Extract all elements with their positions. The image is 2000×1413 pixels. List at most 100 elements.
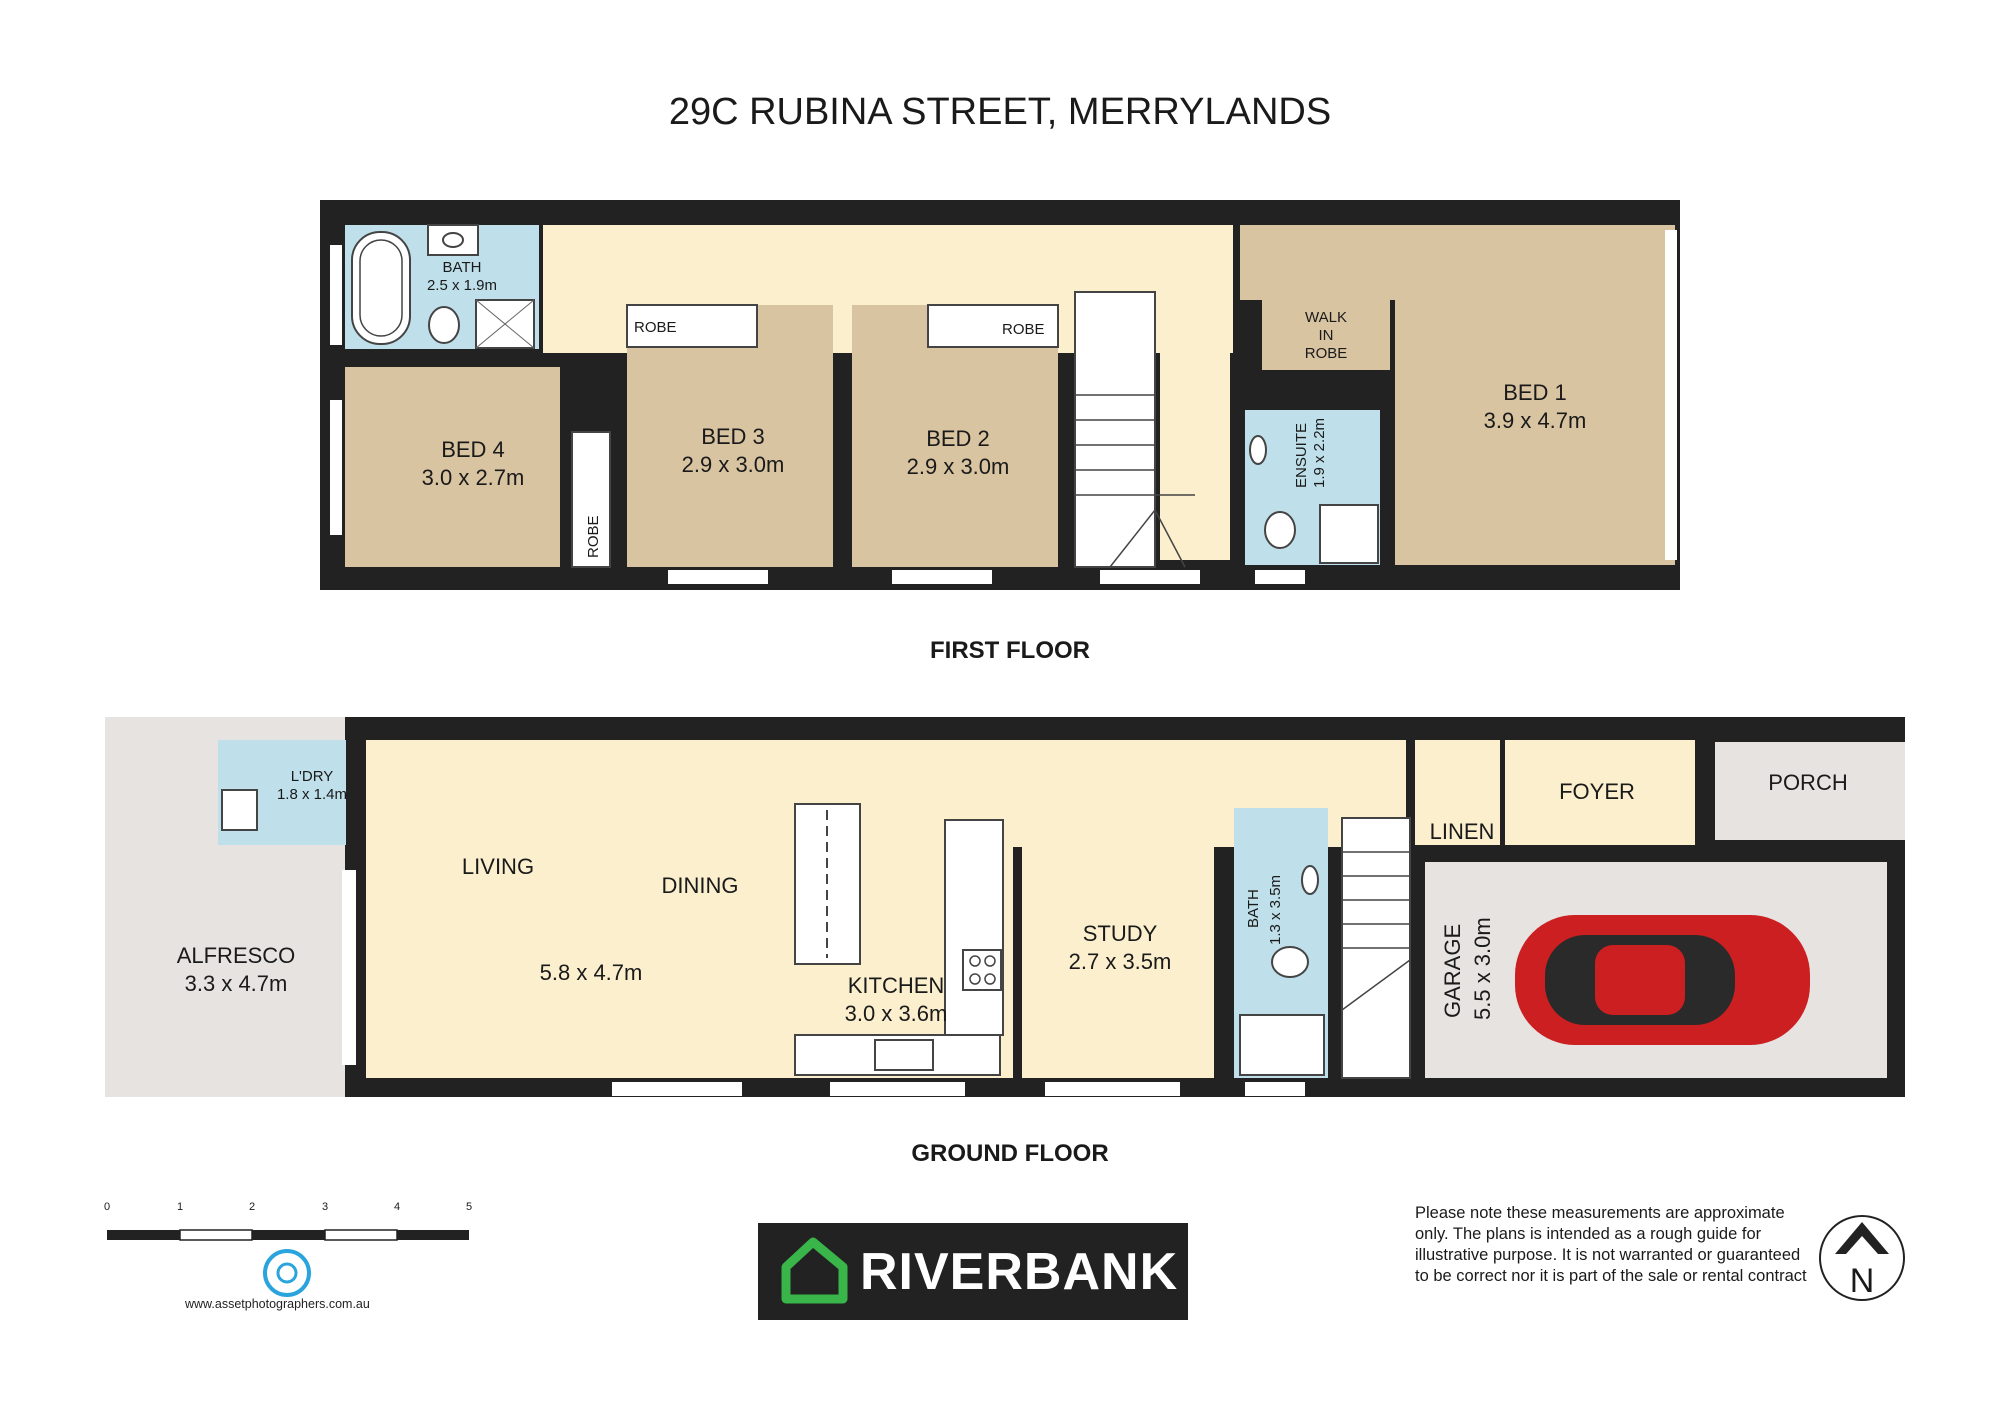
- bed3-size: 2.9 x 3.0m: [682, 452, 785, 477]
- ff-landing: [1160, 225, 1230, 560]
- garage-name: GARAGE: [1440, 924, 1465, 1018]
- porch-floor: [1715, 742, 1905, 840]
- scale-tick: 5: [466, 1201, 472, 1213]
- photographer-credit: www.assetphotographers.com.au: [185, 1297, 370, 1311]
- foyer-label: FOYER: [1559, 779, 1635, 804]
- gf-bath-shower-icon: [1239, 1014, 1325, 1076]
- first-floor: BATH 2.5 x 1.9m ROBE BED 4 3.0 x 2.7m RO…: [320, 200, 1680, 590]
- laundry-tub-icon: [221, 789, 258, 831]
- bed2-robe-label: ROBE: [1002, 321, 1045, 338]
- gf-bath-toilet-icon: [1271, 946, 1309, 978]
- bed4-floor: [345, 367, 560, 567]
- kitchen-tall-bench: [944, 819, 1004, 1036]
- ff-bath-basin-icon: [442, 232, 464, 248]
- study-floor: [1022, 823, 1214, 1078]
- bed1-top: [1240, 225, 1400, 300]
- stair-winder: [1154, 509, 1186, 568]
- bed3-robe-label: ROBE: [634, 319, 677, 336]
- window: [330, 245, 342, 345]
- north-arrow-icon: N: [1819, 1215, 1905, 1301]
- ensuite-toilet-icon: [1264, 511, 1296, 549]
- linen-cupboard: [1415, 740, 1500, 845]
- window: [1255, 570, 1305, 584]
- burner: [984, 973, 996, 985]
- aperture-core: [276, 1262, 298, 1284]
- scale-bar: 0 1 2 3 4 5: [104, 1201, 472, 1241]
- ground-floor-label: GROUND FLOOR: [911, 1140, 1108, 1167]
- bed3-floor: [627, 305, 833, 567]
- window: [330, 400, 342, 535]
- aperture-ring: [263, 1249, 311, 1297]
- ensuite-name: ENSUITE: [1293, 423, 1310, 488]
- porch-label: PORCH: [1768, 770, 1847, 795]
- bathtub-inner: [359, 239, 403, 337]
- north-arrowhead: [1835, 1222, 1889, 1254]
- living-size: 5.8 x 4.7m: [540, 960, 643, 985]
- bed1-size: 3.9 x 4.7m: [1484, 408, 1587, 433]
- cooktop-icon: [962, 949, 1002, 991]
- garage-size: 5.5 x 3.0m: [1470, 917, 1495, 1020]
- bed1-name: BED 1: [1503, 380, 1567, 405]
- living-name: LIVING: [462, 854, 534, 879]
- scale-tick: 2: [249, 1201, 255, 1213]
- wir-line-1: WALK: [1305, 309, 1347, 326]
- scale-tick: 0: [104, 1201, 110, 1213]
- car-icon: [1515, 915, 1810, 1045]
- laundry-name: L'DRY: [291, 768, 334, 785]
- ff-bath-name: BATH: [443, 259, 482, 276]
- burner: [969, 973, 981, 985]
- sliding-door: [342, 870, 356, 1065]
- ff-bath-toilet-icon: [428, 306, 460, 344]
- scale-seg: [179, 1229, 253, 1241]
- ff-bath-vanity: [427, 224, 479, 256]
- bed1-floor: [1395, 225, 1675, 565]
- window: [1245, 1082, 1305, 1096]
- scale-seg: [252, 1230, 325, 1240]
- bed4-robe: [571, 431, 611, 568]
- ff-bath-size: 2.5 x 1.9m: [427, 277, 497, 294]
- scale-seg: [107, 1230, 180, 1240]
- bed2-robe: [927, 304, 1059, 348]
- ensuite-shower-icon: [1319, 504, 1379, 564]
- scale-tick: 1: [177, 1201, 183, 1213]
- stair-slope: [1341, 959, 1411, 1011]
- wir-line-2: IN: [1319, 327, 1334, 344]
- bed2-name: BED 2: [926, 426, 990, 451]
- bed4-robe-label: ROBE: [585, 515, 602, 558]
- window: [1665, 230, 1677, 560]
- ensuite-basin-icon: [1249, 435, 1267, 465]
- window: [892, 570, 992, 584]
- first-floor-label: FIRST FLOOR: [930, 637, 1090, 664]
- north-circle: [1819, 1215, 1905, 1301]
- wir-line-3: ROBE: [1305, 345, 1348, 362]
- window: [612, 1082, 742, 1096]
- north-label: N: [1850, 1262, 1875, 1300]
- bed3-name: BED 3: [701, 424, 765, 449]
- brand-name: RIVERBANK: [860, 1242, 1179, 1301]
- ensuite-size: 1.9 x 2.2m: [1311, 418, 1328, 488]
- bed3-robe: [626, 304, 758, 348]
- kitchen-size: 3.0 x 3.6m: [845, 1001, 948, 1026]
- burner: [984, 955, 996, 967]
- laundry-size: 1.8 x 1.4m: [277, 786, 347, 803]
- riverbank-logo: RIVERBANK: [758, 1223, 1188, 1320]
- scale-tick: 3: [322, 1201, 328, 1213]
- alfresco-size: 3.3 x 4.7m: [185, 971, 288, 996]
- foyer-floor: [1505, 740, 1695, 845]
- dining-name: DINING: [662, 873, 739, 898]
- gf-bath-size: 1.3 x 3.5m: [1267, 875, 1284, 945]
- disclaimer-note: Please note these measurements are appro…: [1415, 1204, 1807, 1285]
- scale-seg: [397, 1230, 469, 1240]
- house-icon: [781, 1237, 848, 1303]
- stair-winder: [1109, 509, 1156, 568]
- alfresco-name: ALFRESCO: [177, 943, 296, 968]
- aperture-icon: [263, 1249, 311, 1297]
- study-name: STUDY: [1083, 921, 1158, 946]
- scale-seg: [324, 1229, 398, 1241]
- burner: [969, 955, 981, 967]
- window: [1045, 1082, 1180, 1096]
- bed4-name: BED 4: [441, 437, 505, 462]
- linen-label: LINEN: [1430, 819, 1495, 844]
- ground-floor: ALFRESCO 3.3 x 4.7m L'DRY 1.8 x 1.4m LIV…: [105, 717, 1905, 1097]
